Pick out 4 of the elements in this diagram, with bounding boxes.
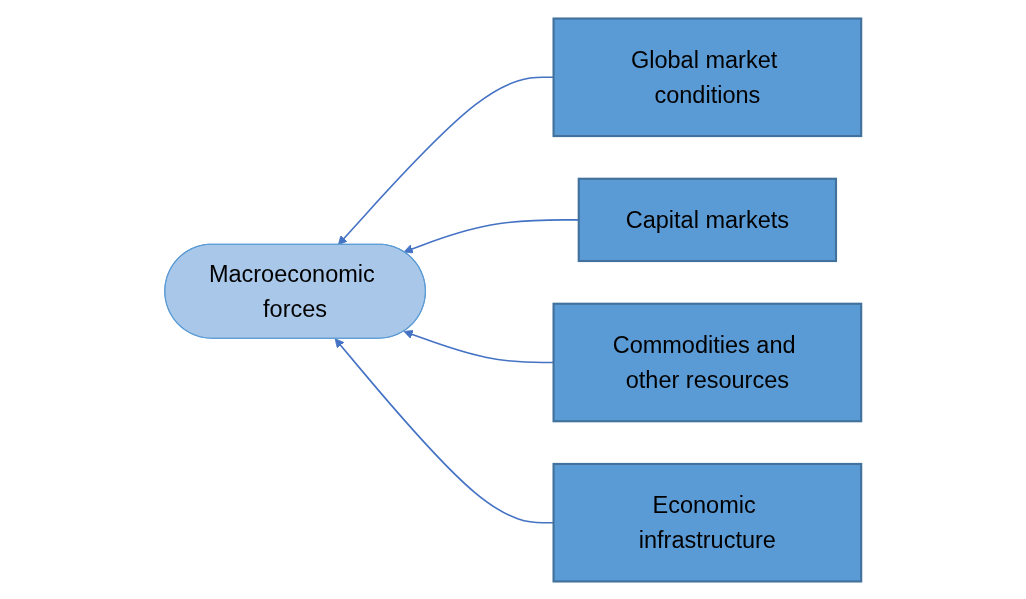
node-box: Capital markets bbox=[577, 177, 838, 262]
node-box: Economic infrastructure bbox=[552, 462, 863, 583]
node-box: Commodities and other resources bbox=[552, 302, 863, 422]
node-box: Global market conditions bbox=[552, 17, 863, 137]
